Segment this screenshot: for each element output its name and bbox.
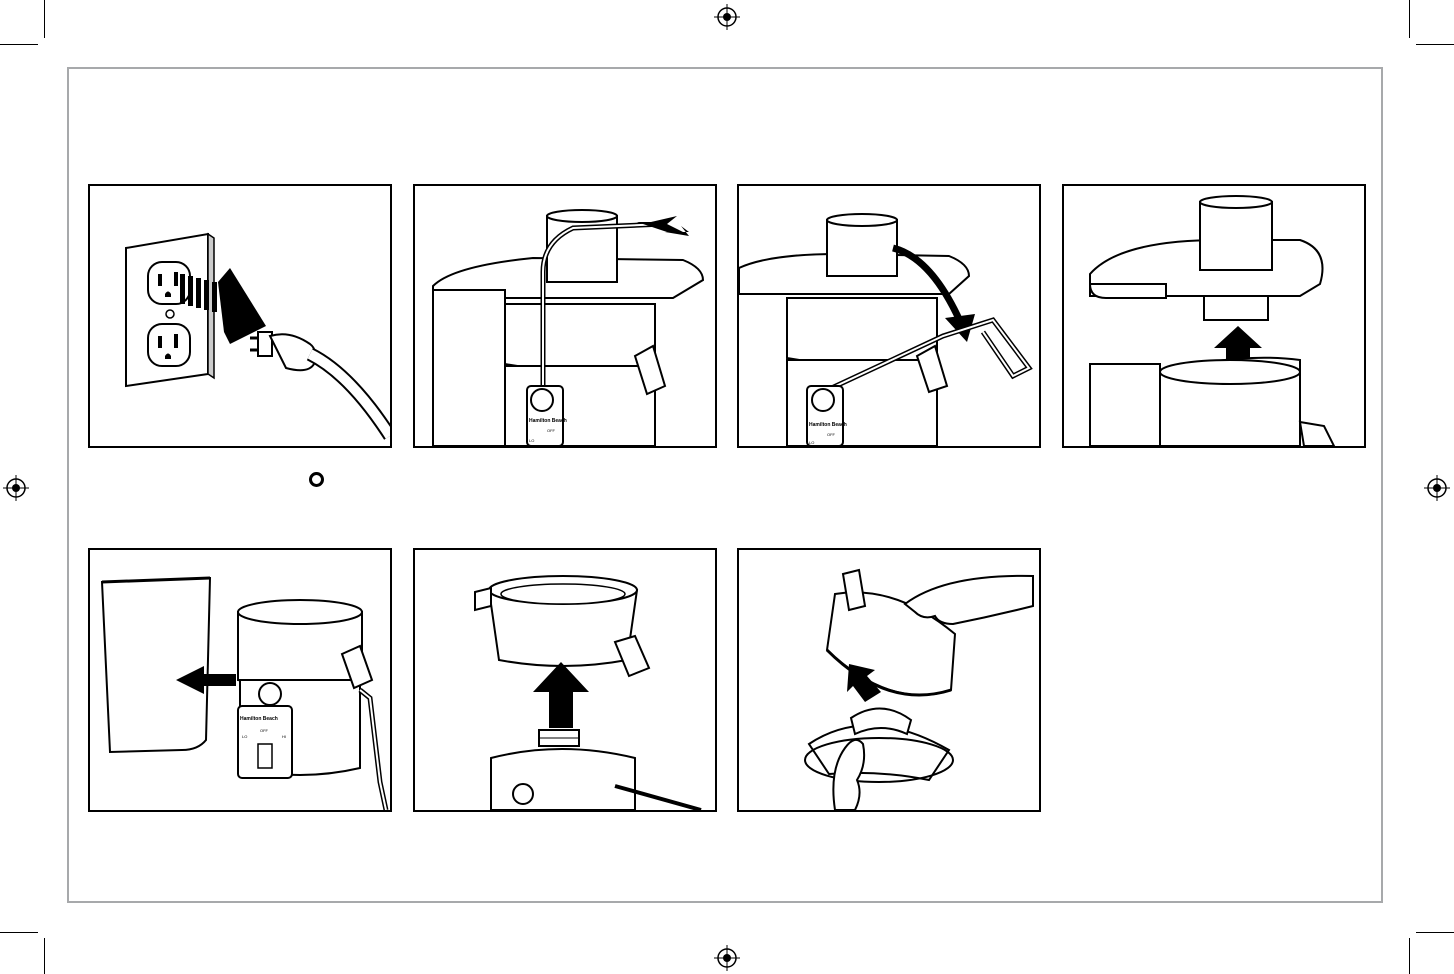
crop-mark [1416,44,1454,45]
lo-label: LO [529,438,534,443]
crop-mark [1409,0,1410,38]
off-label: OFF [827,432,836,437]
crosshair-registration-icon [714,945,740,971]
brand-label: Hamilton Beach [240,716,278,722]
crop-mark [1409,938,1410,974]
crop-mark [0,44,38,45]
crop-mark [44,0,45,38]
unplug-outlet-illustration [90,186,390,446]
separate-filter-illustration [739,550,1039,810]
off-label: OFF [260,728,269,733]
crop-mark [1416,932,1454,933]
lo-label: LO [242,734,247,739]
panel-unplug [88,184,392,448]
panel-remove-cover [1062,184,1366,448]
panel-remove-bowl [413,548,717,812]
hi-label: HI [282,734,286,739]
panel-remove-filter [737,548,1041,812]
panel-lift-handle: Hamilton Beach OFF LO [413,184,717,448]
remove-pulp-container-illustration: Hamilton Beach OFF LO HI [90,550,390,810]
panel-lower-handle: Hamilton Beach OFF LO [737,184,1041,448]
lift-juice-bowl-illustration [415,550,715,810]
lo-label: LO [809,440,814,445]
lift-locking-arm-illustration: Hamilton Beach OFF LO [415,186,715,446]
lift-cover-illustration [1064,186,1364,446]
crosshair-registration-icon [1424,475,1450,501]
off-circle-icon [309,472,324,487]
brand-label: Hamilton Beach [809,422,847,428]
crop-mark [44,938,45,974]
brand-label: Hamilton Beach [529,418,567,424]
off-label: OFF [547,428,556,433]
crosshair-registration-icon [714,4,740,30]
crop-mark [0,932,38,933]
crosshair-registration-icon [3,475,29,501]
lower-locking-arm-illustration: Hamilton Beach OFF LO [739,186,1039,446]
panel-remove-pulp-bin: Hamilton Beach OFF LO HI [88,548,392,812]
